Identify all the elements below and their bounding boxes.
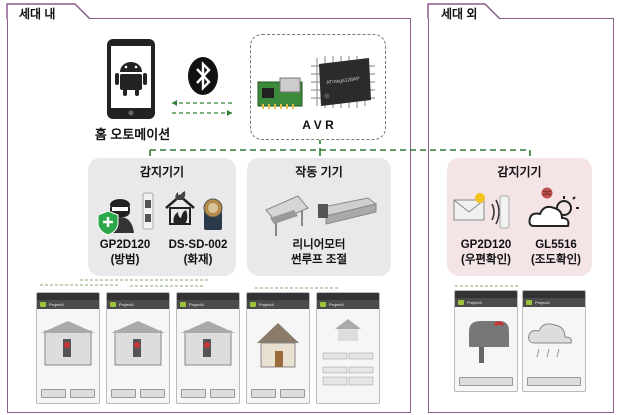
outside-tab-label: 세대 외 [441, 7, 478, 21]
device-gp2d120-mail: GP2D120 (우편확인) [460, 239, 512, 266]
linear-motor-icon [316, 197, 378, 225]
burglar-icon [97, 199, 134, 236]
app-title: Project4 [177, 300, 239, 309]
smoke-sensor-icon [203, 198, 223, 230]
app-title: Project4 [523, 298, 585, 307]
app-screen-house: Project4 [246, 292, 310, 404]
sensors-inside-title: 감지기기 [139, 165, 185, 179]
app-screen-fire: Project4 [176, 292, 240, 404]
app-title: Project4 [455, 298, 517, 307]
app-screen-weather: Project4 [522, 290, 586, 392]
device-linear-motor: 리니어모터 썬루프 조절 [290, 239, 348, 266]
sensors-outside-title: 감지기기 [497, 165, 542, 179]
fire-house-icon [165, 191, 195, 225]
actuators-title: 작동 기기 [295, 165, 343, 179]
bluetooth-icon [188, 57, 218, 95]
home-automation-label: 홈 오토메이션 [94, 127, 171, 142]
mail-icon [453, 193, 485, 221]
app-title: Project4 [247, 300, 309, 309]
weather-icon [528, 196, 579, 227]
device-gp2d120-security: GP2D120 (방범) [99, 239, 151, 266]
app-title: Project4 [37, 300, 99, 309]
light-sensor-icon [541, 187, 553, 199]
app-screen-mailbox: Project4 [454, 290, 518, 392]
inside-tab [6, 3, 501, 20]
app-screen-control: Project4 [316, 292, 380, 404]
avr-label: A V R [302, 118, 334, 132]
app-screen-security-2: Project4 [106, 292, 170, 404]
device-gl5516-light: GL5516 (조도확인) [531, 239, 581, 266]
app-title: Project4 [317, 300, 379, 309]
green-module-icon [257, 77, 303, 109]
sunroof-icon [265, 195, 309, 236]
chip-icon [311, 56, 375, 108]
app-screen-security-1: Project4 [36, 292, 100, 404]
smartphone-icon [107, 39, 155, 119]
inside-tab-label: 세대 내 [19, 7, 56, 21]
distance-sensor-icon [142, 192, 154, 230]
distance-sensor-outside-icon [491, 195, 510, 229]
device-dssd002-fire: DS-SD-002 (화재) [168, 239, 228, 266]
app-title: Project4 [107, 300, 169, 309]
